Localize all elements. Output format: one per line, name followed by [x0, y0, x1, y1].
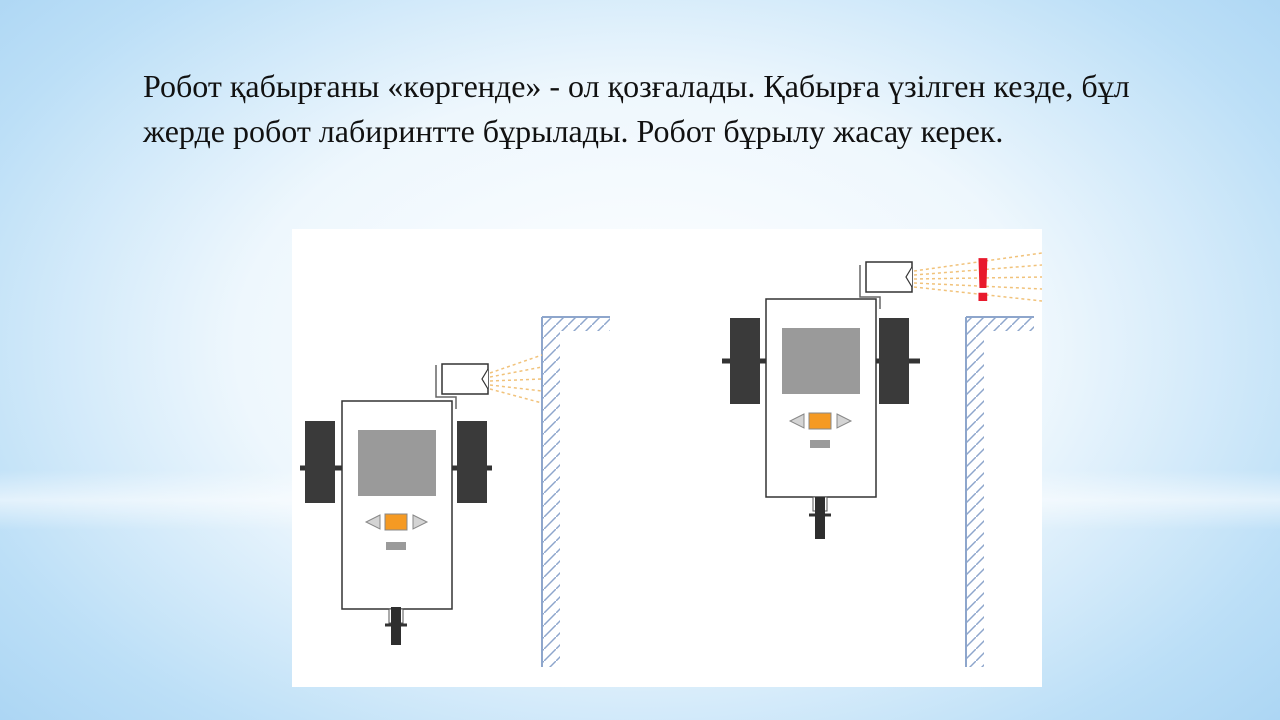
maze-robot-illustration: ! [292, 229, 1042, 687]
sensor-beam [489, 354, 543, 404]
wheel-left [305, 421, 335, 503]
robot-at-wall-gap: ! [722, 246, 1042, 539]
wall-continuous [541, 316, 610, 667]
right-arrow-button [412, 514, 429, 530]
caster-wheel [391, 607, 401, 645]
left-arrow-button [788, 413, 805, 429]
alert-exclamation: ! [973, 246, 994, 315]
caster-wheel [815, 497, 825, 539]
wall-broken [965, 316, 1034, 667]
slide-description: Робот қабырғаны «көргенде» - ол қозғалад… [143, 68, 1130, 149]
robot-screen [358, 430, 436, 496]
sensor-arm [859, 265, 881, 309]
center-button [808, 412, 832, 430]
left-arrow-button [364, 514, 381, 530]
ultrasonic-sensor [441, 363, 489, 395]
right-arrow-button [836, 413, 853, 429]
robot-following-wall [300, 354, 543, 645]
wheel-right [879, 318, 909, 404]
center-button [384, 513, 408, 531]
robot-screen [782, 328, 860, 394]
back-button [810, 440, 830, 448]
wheel-left [730, 318, 760, 404]
back-button [386, 542, 406, 550]
ultrasonic-sensor [865, 261, 913, 293]
wheel-right [457, 421, 487, 503]
sensor-arm [435, 365, 457, 409]
